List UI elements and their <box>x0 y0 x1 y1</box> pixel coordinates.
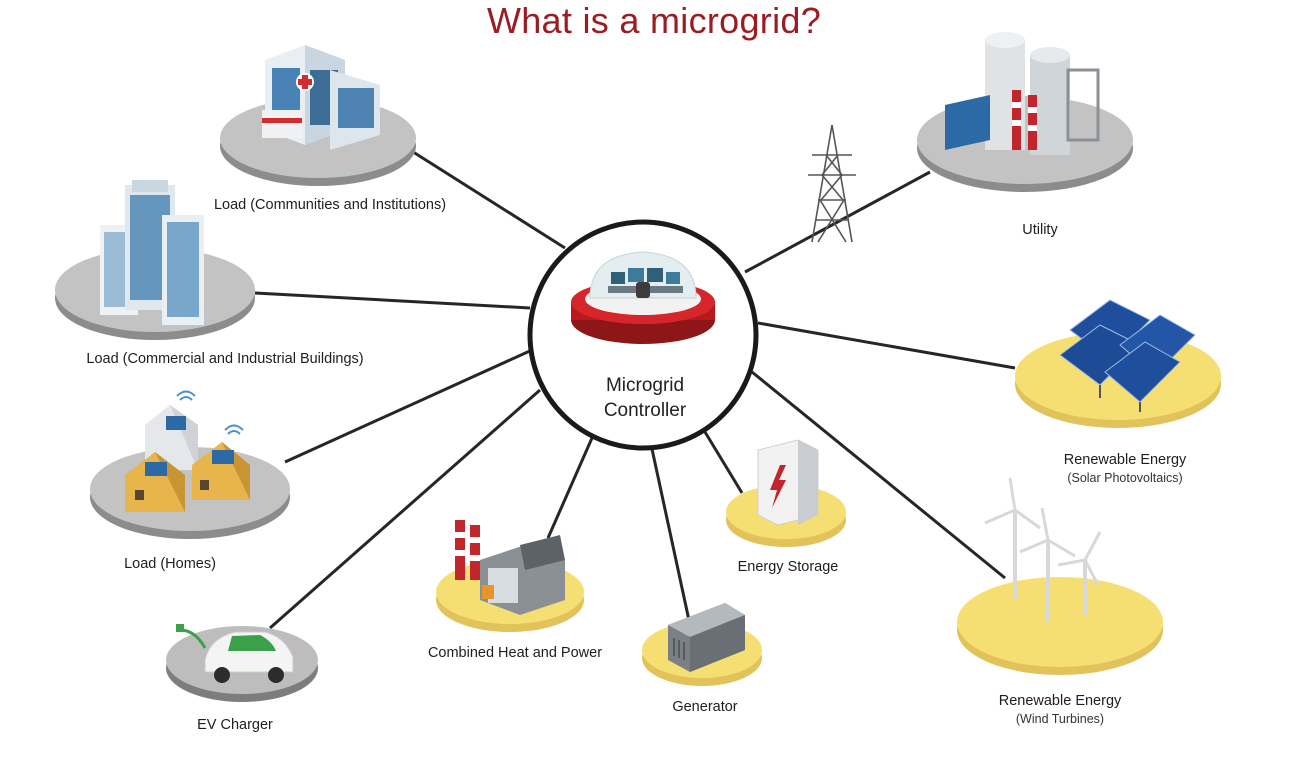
controller-label: Microgrid Controller <box>560 373 730 423</box>
label-homes: Load (Homes) <box>124 556 216 572</box>
chp-node <box>436 520 584 632</box>
chp-plant-icon <box>455 520 565 615</box>
homes-node <box>90 390 290 539</box>
line-solar <box>757 321 1016 370</box>
energy-storage-node <box>726 439 846 547</box>
hospital-icon <box>262 45 380 150</box>
transmission-tower-icon <box>808 124 856 243</box>
solar-node <box>1015 299 1221 428</box>
label-wind: Renewable Energy (Wind Turbines) <box>975 692 1145 728</box>
connector-lines <box>254 148 1016 630</box>
label-wind-main: Renewable Energy <box>998 693 1122 709</box>
controller-label-line1: Microgrid <box>605 375 685 396</box>
label-solar: Renewable Energy (Solar Photovoltaics) <box>1040 451 1210 487</box>
line-homes <box>284 348 533 464</box>
ev-charger-node <box>166 624 318 702</box>
commercial-node <box>55 180 255 340</box>
label-commercial: Load (Commercial and Industrial Building… <box>86 351 364 367</box>
label-solar-sub: (Solar Photovoltaics) <box>1067 471 1183 485</box>
label-utility: Utility <box>1022 222 1058 238</box>
generator-node <box>642 603 762 686</box>
wind-node <box>957 477 1163 675</box>
label-communities: Load (Communities and Institutions) <box>213 197 447 213</box>
battery-cabinet-icon <box>757 439 819 526</box>
control-desk-icon <box>608 268 683 298</box>
microgrid-controller <box>527 219 759 451</box>
label-ev-charger: EV Charger <box>197 717 273 733</box>
office-towers-icon <box>100 180 204 325</box>
controller-label-line2: Controller <box>603 400 687 421</box>
line-ev <box>269 388 541 630</box>
line-chp <box>546 437 594 539</box>
label-energy-storage: Energy Storage <box>737 559 839 575</box>
label-wind-sub: (Wind Turbines) <box>1015 712 1105 726</box>
line-utility <box>744 170 931 274</box>
solar-panels-icon <box>1059 299 1196 412</box>
wind-turbines-icon <box>984 477 1102 622</box>
label-solar-main: Renewable Energy <box>1063 452 1187 468</box>
line-communities <box>409 148 566 250</box>
line-storage <box>703 431 744 494</box>
hospital-node <box>220 45 416 186</box>
label-chp: Combined Heat and Power <box>427 645 603 661</box>
page-title: What is a microgrid? <box>486 0 822 41</box>
wifi-icon <box>176 390 244 435</box>
utility-node <box>808 32 1133 243</box>
power-plant-icon <box>945 32 1100 155</box>
line-generator <box>650 448 692 626</box>
generator-icon <box>668 603 745 672</box>
label-generator: Generator <box>672 699 738 715</box>
houses-icon <box>125 390 250 512</box>
electric-car-icon <box>176 624 294 683</box>
line-commercial <box>254 291 531 310</box>
line-wind <box>751 370 1006 580</box>
